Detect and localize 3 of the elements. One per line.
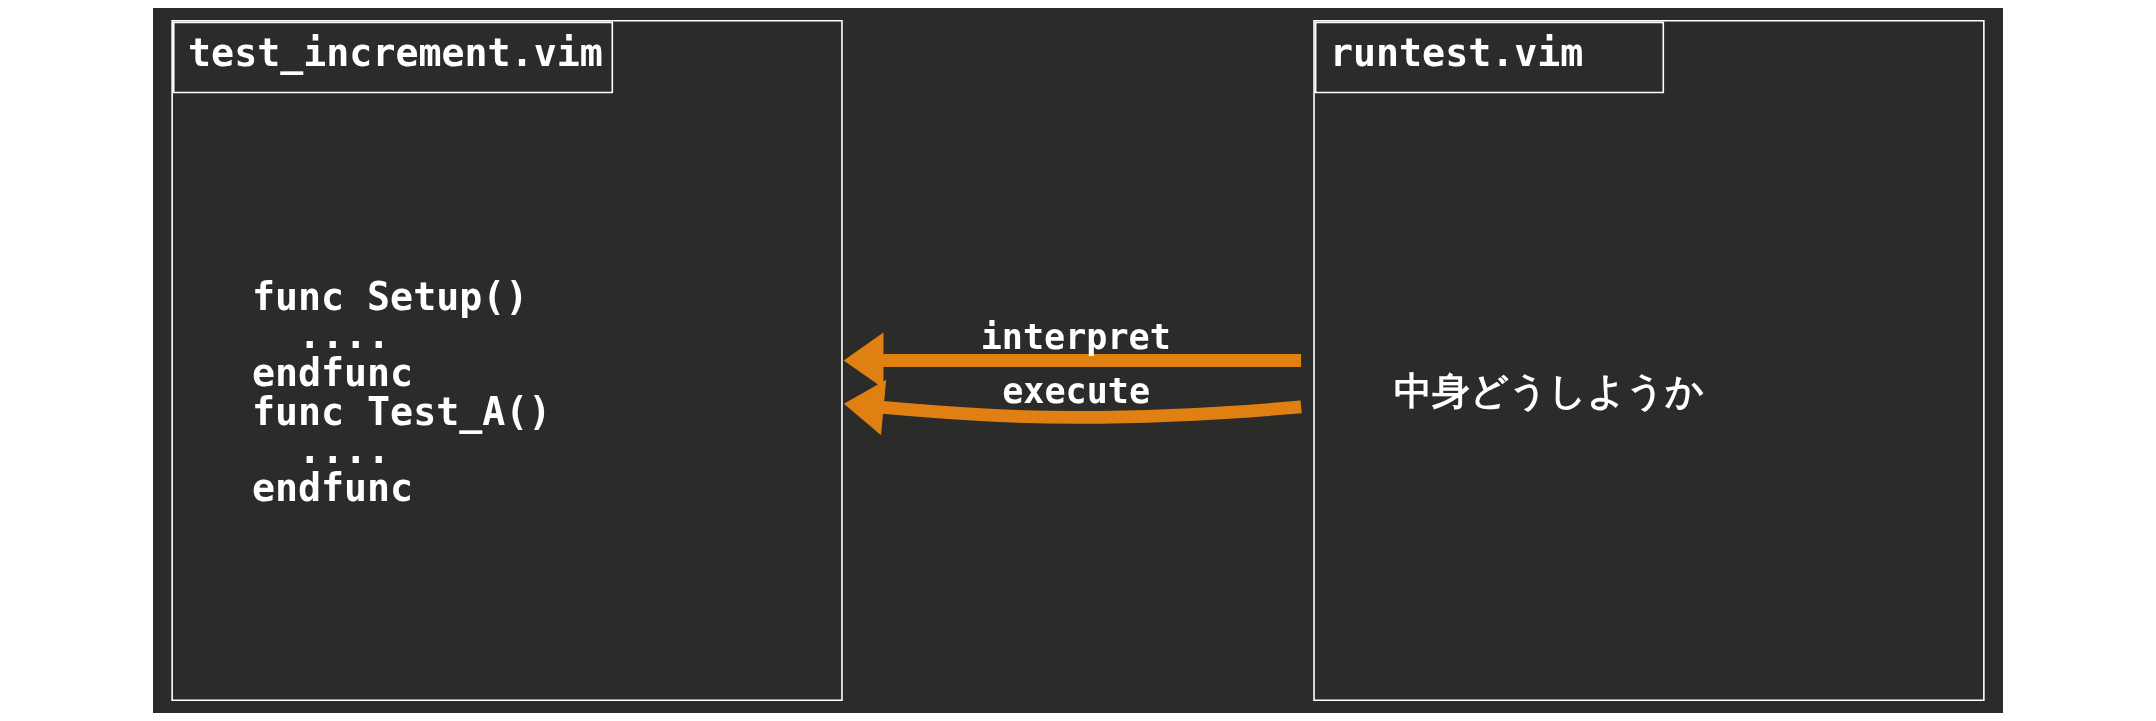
edge-label: interpret xyxy=(980,315,1171,357)
arrow xyxy=(843,379,1302,436)
edge-label: execute xyxy=(1002,369,1151,411)
